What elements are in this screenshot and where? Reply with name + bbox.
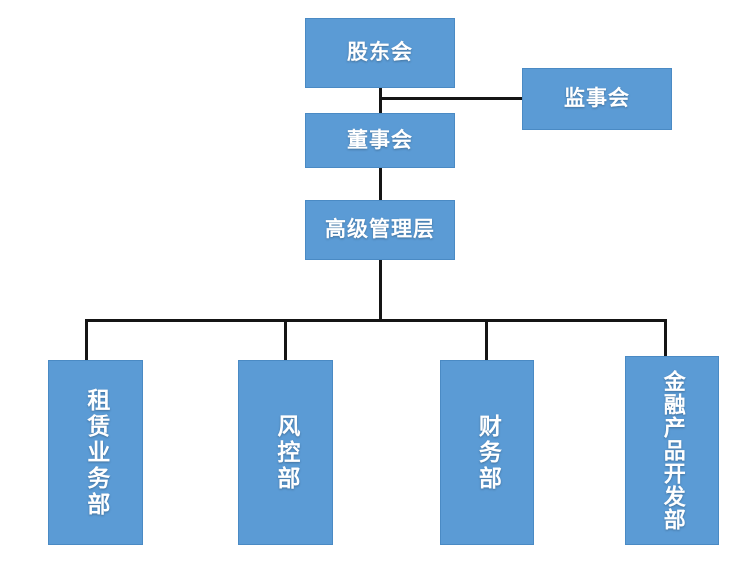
connector-shareholders-to-supervisors	[379, 97, 523, 100]
node-leasing-department[interactable]: 租赁业务部	[48, 360, 143, 545]
connector-bar-to-product	[664, 319, 667, 357]
node-management[interactable]: 高级管理层	[305, 200, 455, 260]
node-risk-control-department[interactable]: 风控部	[238, 360, 333, 545]
node-supervisors[interactable]: 监事会	[522, 68, 672, 130]
connector-shareholders-to-board	[379, 87, 382, 115]
node-finance-department[interactable]: 财务部	[440, 360, 534, 545]
connector-bar-to-risk	[284, 319, 287, 361]
node-shareholders[interactable]: 股东会	[305, 18, 455, 88]
connector-department-bar	[85, 319, 667, 322]
connector-bar-to-leasing	[85, 319, 88, 361]
node-board[interactable]: 董事会	[305, 113, 455, 168]
connector-board-to-management	[379, 167, 382, 202]
node-financial-product-development-department[interactable]: 金融产品开发部	[625, 356, 719, 545]
connector-management-to-bar	[379, 259, 382, 321]
connector-bar-to-finance	[485, 319, 488, 361]
